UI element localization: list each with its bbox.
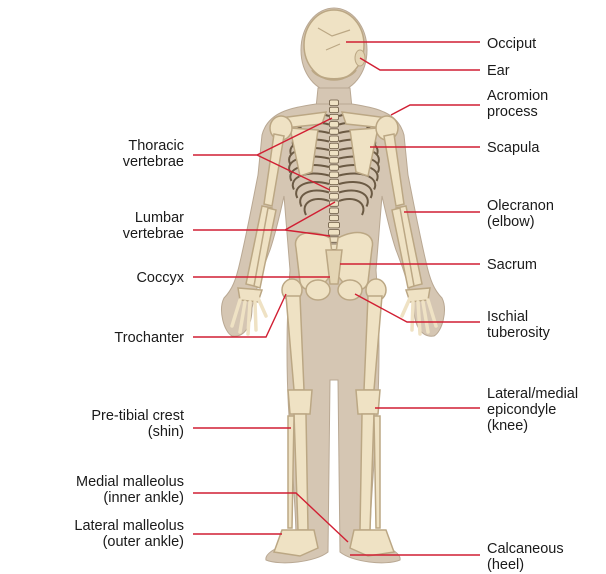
label-calcaneous: Calcaneous (heel) xyxy=(487,541,564,573)
vertebra xyxy=(330,208,339,214)
vertebra xyxy=(330,194,339,200)
vertebra xyxy=(330,186,339,192)
label-lateral-malleolus: Lateral malleolus (outer ankle) xyxy=(74,518,184,550)
label-occiput: Occiput xyxy=(487,36,536,52)
label-sacrum: Sacrum xyxy=(487,257,537,273)
vertebra xyxy=(330,179,339,185)
label-trochanter: Trochanter xyxy=(114,330,184,346)
leader-acromion xyxy=(391,105,480,115)
vertebra xyxy=(330,158,339,164)
vertebra xyxy=(329,230,340,236)
vertebra xyxy=(330,150,339,156)
vertebra xyxy=(330,129,339,135)
label-ischial-tuberosity: Ischial tuberosity xyxy=(487,309,550,341)
vertebra xyxy=(330,143,339,149)
skull xyxy=(304,10,365,80)
label-thoracic-vertebrae: Thoracic vertebrae xyxy=(123,138,184,170)
label-ear: Ear xyxy=(487,63,510,79)
vertebra xyxy=(330,136,339,142)
label-scapula: Scapula xyxy=(487,140,539,156)
label-epicondyle: Lateral/medial epicondyle (knee) xyxy=(487,386,578,434)
vertebra xyxy=(330,107,339,113)
vertebra xyxy=(330,100,339,106)
vertebra xyxy=(330,165,339,171)
label-coccyx: Coccyx xyxy=(136,270,184,286)
label-lumbar-vertebrae: Lumbar vertebrae xyxy=(123,210,184,242)
vertebra xyxy=(330,172,339,178)
vertebra xyxy=(330,122,339,128)
label-medial-malleolus: Medial malleolus (inner ankle) xyxy=(76,474,184,506)
label-olecranon: Olecranon (elbow) xyxy=(487,198,554,230)
vertebra xyxy=(329,222,340,228)
label-acromion-process: Acromion process xyxy=(487,88,548,120)
label-pre-tibial-crest: Pre-tibial crest (shin) xyxy=(91,408,184,440)
leader-ear xyxy=(360,58,480,70)
vertebra xyxy=(330,215,339,221)
